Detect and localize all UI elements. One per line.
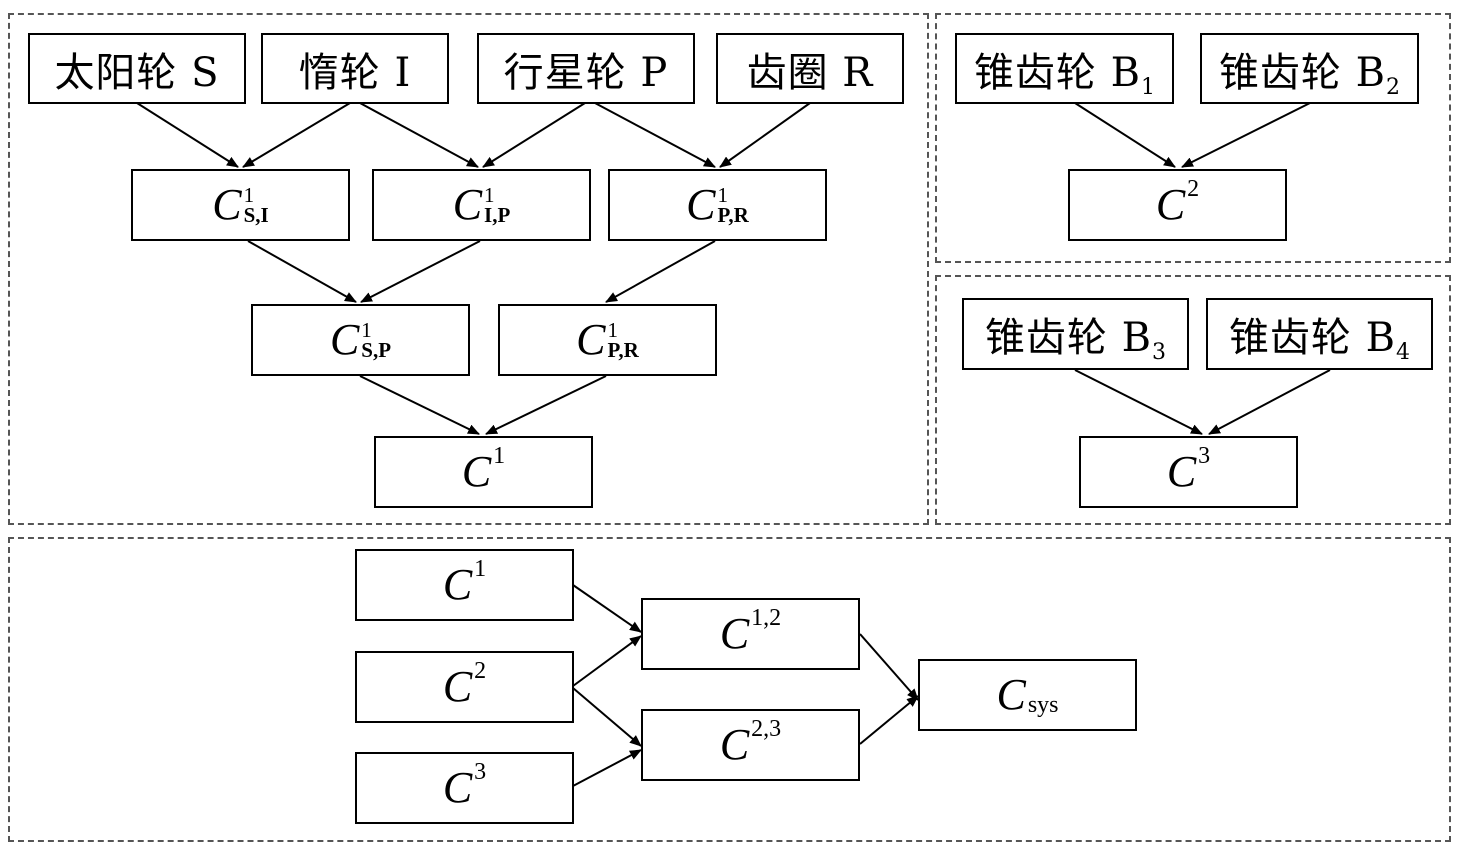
arrow-b3-to-c3 <box>1074 369 1203 435</box>
bevel-gear-b2-label: 锥齿轮 B2 <box>1218 49 1401 100</box>
arrow-c23-to-csys <box>859 695 919 745</box>
bevel-gear-b1-box: 锥齿轮 B1 <box>955 33 1174 104</box>
arrow-sun-to-c1si <box>136 102 239 168</box>
arrow-c1si-to-c1sp <box>247 240 357 303</box>
bevel-b1-b2-panel <box>935 13 1451 263</box>
bevel-gear-b3-label: 锥齿轮 B3 <box>984 315 1167 365</box>
arrow-planet-to-c1pr <box>594 102 716 168</box>
idler-gear-box: 惰轮 I <box>261 33 449 104</box>
arrow-c1ip-to-c1sp <box>360 240 481 303</box>
arrow-planet-to-c1ip <box>482 102 586 168</box>
arrow-c1sp-to-c1 <box>359 375 480 435</box>
bevel-gear-b3-box: 锥齿轮 B3 <box>962 298 1189 370</box>
sun-gear-label: 太阳轮 S <box>54 49 220 96</box>
planet-gear-label: 行星轮 P <box>503 49 669 96</box>
arrow-b4-to-c3 <box>1208 369 1331 435</box>
ring-gear-label: 齿圈 R <box>746 49 874 96</box>
bevel-gear-b1-label: 锥齿轮 B1 <box>973 49 1156 100</box>
arrow-c12-to-csys <box>859 633 919 701</box>
arrow-b2-to-c2 <box>1181 102 1311 168</box>
ring-gear-box: 齿圈 R <box>716 33 904 104</box>
arrow-b1-to-c2 <box>1074 102 1176 168</box>
system-coupling-panel <box>8 537 1451 842</box>
bevel-b3-b4-panel <box>935 275 1451 525</box>
arrow-c2-to-c23 <box>572 687 642 747</box>
arrow-c2-to-c12 <box>572 635 642 687</box>
bevel-gear-b4-box: 锥齿轮 B4 <box>1206 298 1433 370</box>
arrow-c3-to-c23 <box>572 749 642 787</box>
arrow-c1pr-to-c1pr2 <box>605 240 716 303</box>
bevel-gear-b4-label: 锥齿轮 B4 <box>1228 315 1411 365</box>
planet-gear-box: 行星轮 P <box>477 33 695 104</box>
arrow-c1pr2-to-c1 <box>485 375 607 435</box>
arrow-c1-to-c12 <box>572 584 642 633</box>
planetary-group-panel <box>8 13 929 525</box>
idler-gear-label: 惰轮 I <box>298 49 412 96</box>
arrow-idler-to-c1ip <box>359 102 479 168</box>
arrow-idler-to-c1si <box>242 102 351 168</box>
bevel-gear-b2-box: 锥齿轮 B2 <box>1200 33 1419 104</box>
sun-gear-box: 太阳轮 S <box>28 33 246 104</box>
arrow-ring-to-c1pr <box>719 102 811 168</box>
